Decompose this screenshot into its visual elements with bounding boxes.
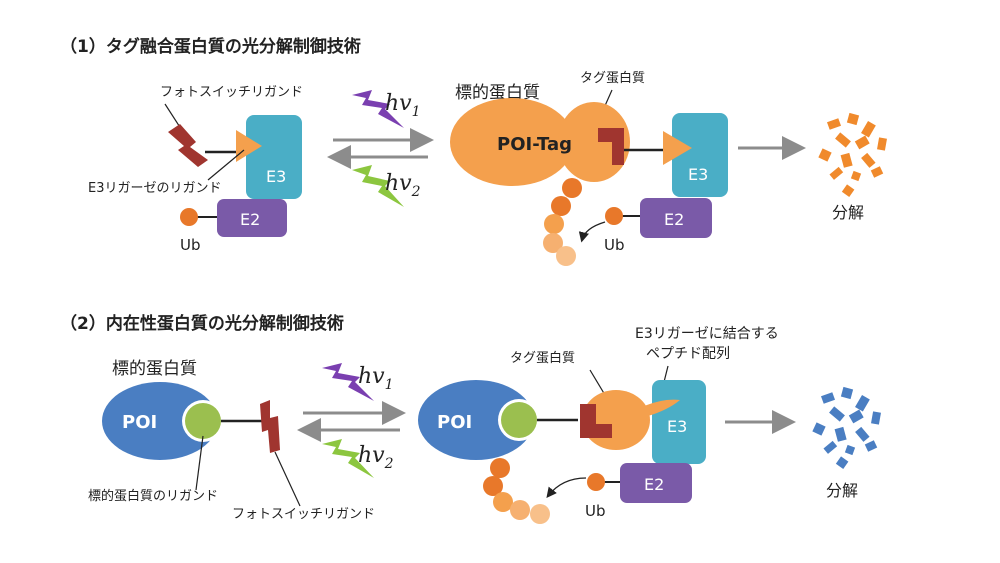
- s1-target-label: 標的蛋白質: [455, 83, 540, 103]
- s2-ub: [587, 473, 605, 491]
- s2-e2-label: E2: [644, 475, 664, 494]
- s1-e3-left-label: E3: [266, 167, 286, 186]
- s1-e2-left-label: E2: [240, 210, 260, 229]
- s1-ub-right: [605, 207, 623, 225]
- s2-photoswitch-leader: [274, 451, 301, 507]
- section1-title: （1）タグ融合蛋白質の光分解制御技術: [60, 36, 361, 57]
- s2-ubchain-5: [530, 504, 550, 524]
- s2-peptide-label-2: ペプチド配列: [646, 346, 730, 362]
- s2-tag-label: タグ蛋白質: [510, 350, 575, 366]
- s2-ubchain-1: [490, 458, 510, 478]
- s1-degradation-label: 分解: [832, 203, 864, 222]
- s1-photoswitch-bound: [598, 128, 624, 165]
- s2-degradation-label: 分解: [826, 481, 858, 500]
- s1-e2-right: [640, 198, 712, 238]
- s2-lightning-green: [322, 439, 374, 478]
- s2-poi-ligand-left: [185, 403, 221, 439]
- s2-ub-label: Ub: [585, 502, 606, 520]
- s2-poi-left: [102, 382, 218, 460]
- s2-fragments: [812, 386, 881, 469]
- s2-ub-transfer-arrow: [546, 477, 587, 499]
- s1-e3-right-label: E3: [688, 165, 708, 184]
- s2-photoswitch-bound: [580, 404, 612, 438]
- s1-hv1: hv1: [385, 91, 421, 120]
- s1-e3-ligand-leader: [207, 149, 245, 181]
- s2-poi-right-label: POI: [437, 412, 472, 433]
- s1-e2-right-label: E2: [664, 210, 684, 229]
- s2-e3-label: E3: [667, 417, 687, 436]
- s2-peptide-sequence: [644, 399, 680, 416]
- s2-photoswitch-label: フォトスイッチリガンド: [232, 507, 375, 522]
- s1-ub-left: [180, 208, 198, 226]
- s1-e3-ligand-label: E3リガーゼのリガンド: [88, 181, 222, 196]
- s2-poi-ligand-right: [501, 402, 537, 438]
- s1-ub-right-label: Ub: [604, 236, 625, 254]
- s1-e2-left: [217, 199, 287, 237]
- s2-ubchain-4: [510, 500, 530, 520]
- s1-ub-transfer-arrow: [578, 221, 606, 243]
- s2-poi-left-label: POI: [122, 412, 157, 433]
- s2-ubchain-3: [493, 492, 513, 512]
- section2-title: （2）内在性蛋白質の光分解制御技術: [60, 313, 344, 334]
- s2-photoswitch-left: [260, 400, 280, 453]
- s1-lightning-purple: [352, 90, 404, 128]
- s1-photoswitch-ligand: [168, 124, 208, 167]
- s2-peptide-label-1: E3リガーゼに結合する: [635, 326, 779, 342]
- s1-ubchain-2: [551, 196, 571, 216]
- s1-e3-right: [672, 113, 728, 197]
- s2-ubchain-2: [483, 476, 503, 496]
- s2-target-label-left: 標的蛋白質: [112, 359, 197, 379]
- s1-poi-tag-label: POI-Tag: [497, 134, 572, 155]
- s1-ubchain-3: [544, 214, 564, 234]
- s1-ubchain-5: [556, 246, 576, 266]
- s2-hv2: hv2: [358, 443, 394, 472]
- s2-poi-right: [418, 380, 534, 460]
- s1-ub-left-label: Ub: [180, 236, 201, 254]
- s2-hv1: hv1: [358, 364, 394, 393]
- s1-ubchain-1: [562, 178, 582, 198]
- s1-e3-ligand-bound: [663, 131, 692, 165]
- s1-fragments: [818, 112, 887, 197]
- s1-lightning-green: [352, 165, 404, 207]
- s1-poi-body: [450, 98, 574, 186]
- s2-poi-ligand-label: 標的蛋白質のリガンド: [88, 488, 218, 504]
- s1-tag-label: タグ蛋白質: [580, 70, 645, 86]
- s2-poi-ligand-leader: [195, 435, 204, 491]
- s1-photoswitch-label: フォトスイッチリガンド: [160, 85, 303, 100]
- s1-hv2: hv2: [385, 171, 421, 200]
- s2-lightning-purple: [322, 363, 374, 401]
- s1-e3-ligand-triangle: [236, 130, 262, 162]
- s2-e2: [620, 463, 692, 503]
- s1-ubchain-4: [543, 233, 563, 253]
- s1-e3-left: [246, 115, 302, 199]
